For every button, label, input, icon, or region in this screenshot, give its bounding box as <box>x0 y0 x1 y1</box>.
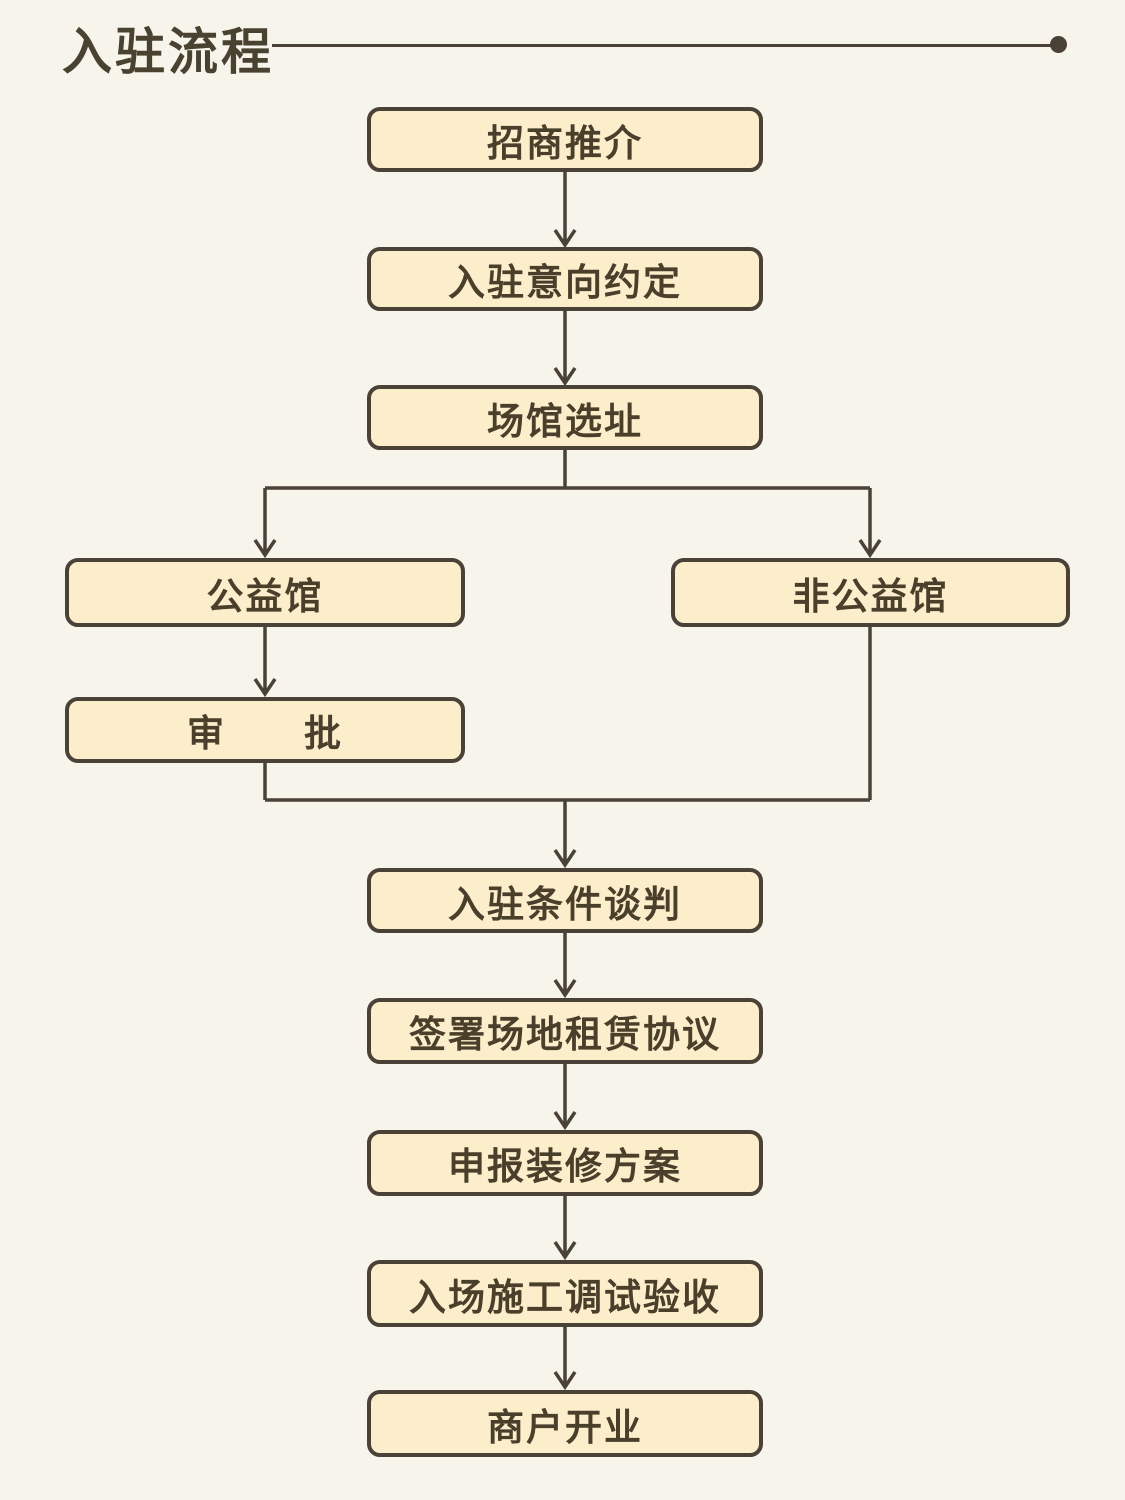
flow-node-public-welfare-hall: 公益馆 <box>65 558 465 627</box>
edge-public-hall-to-approval <box>253 627 277 698</box>
title-divider-line <box>272 44 1052 47</box>
edge-negotiation-to-lease <box>553 933 577 999</box>
flow-node-investment-promotion: 招商推介 <box>367 107 763 172</box>
edge-construction-to-opening <box>553 1327 577 1391</box>
flow-node-construction-commissioning-acceptance: 入场施工调试验收 <box>367 1260 763 1327</box>
flow-node-submit-renovation-plan: 申报装修方案 <box>367 1130 763 1196</box>
edge-lease-to-renovation <box>553 1064 577 1131</box>
edge-renovation-to-construction <box>553 1196 577 1261</box>
title-divider-dot-icon <box>1050 36 1067 53</box>
flow-node-entry-terms-negotiation: 入驻条件谈判 <box>367 868 763 933</box>
flow-node-sign-lease-agreement: 签署场地租赁协议 <box>367 998 763 1064</box>
flow-node-merchant-opening: 商户开业 <box>367 1390 763 1457</box>
flow-node-non-public-welfare-hall: 非公益馆 <box>671 558 1070 627</box>
flow-node-approval: 审 批 <box>65 697 465 763</box>
edge-promotion-to-intention <box>553 172 577 249</box>
edge-site-selection-branch <box>253 450 882 559</box>
flow-node-venue-site-selection: 场馆选址 <box>367 385 763 450</box>
page-title: 入驻流程 <box>62 24 274 80</box>
flow-node-entry-intention-agreement: 入驻意向约定 <box>367 247 763 311</box>
edge-intention-to-site-selection <box>553 311 577 387</box>
